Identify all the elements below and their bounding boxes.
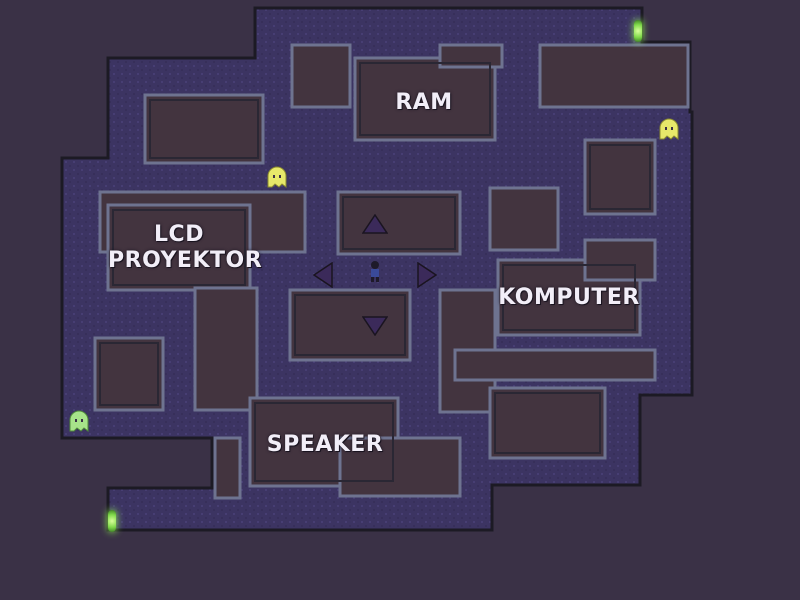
wall-block: [488, 386, 607, 460]
wall-block-center-top: [336, 190, 462, 256]
wall-block: [193, 286, 259, 412]
wall-block: [93, 336, 165, 412]
room-label-ram: RAM: [372, 90, 476, 116]
room-label-speaker: SPEAKER: [250, 432, 400, 458]
maze-walls: [93, 43, 690, 500]
wall-shadows: [99, 62, 651, 482]
wall-block: [213, 436, 242, 500]
portal-icon: [108, 510, 116, 532]
wall-block: [488, 186, 560, 252]
ghost-icon: [659, 118, 679, 140]
wall-block: [453, 348, 657, 382]
ghost-icon: [69, 410, 89, 432]
ghost-icon: [267, 166, 287, 188]
wall-block: [583, 238, 657, 282]
speaker-text: SPEAKER: [266, 432, 384, 457]
wall-block: [143, 93, 265, 165]
komputer-text: KOMPUTER: [498, 285, 640, 310]
wall-block-ram: [353, 56, 497, 142]
wall-block: [290, 43, 352, 109]
wall-block: [438, 43, 504, 69]
wall-block: [538, 43, 690, 109]
proyektor-text: PROYEKTOR: [108, 248, 263, 273]
wall-block-center-bottom: [288, 288, 412, 362]
wall-block: [583, 138, 657, 216]
player-character: [371, 261, 379, 282]
lcd-text: LCD: [154, 222, 204, 247]
portal-icon: [634, 20, 642, 42]
triangle-right-icon[interactable]: [417, 262, 437, 288]
triangle-up-icon[interactable]: [362, 214, 388, 234]
wall-block: [338, 436, 462, 498]
triangle-left-icon[interactable]: [313, 262, 333, 288]
wall-block-lcd: [106, 203, 252, 292]
ram-text: RAM: [395, 90, 453, 115]
room-label-lcd-proyektor: LCD PROYEKTOR: [108, 222, 263, 274]
room-label-komputer: KOMPUTER: [498, 285, 640, 311]
triangle-down-icon[interactable]: [362, 316, 388, 336]
